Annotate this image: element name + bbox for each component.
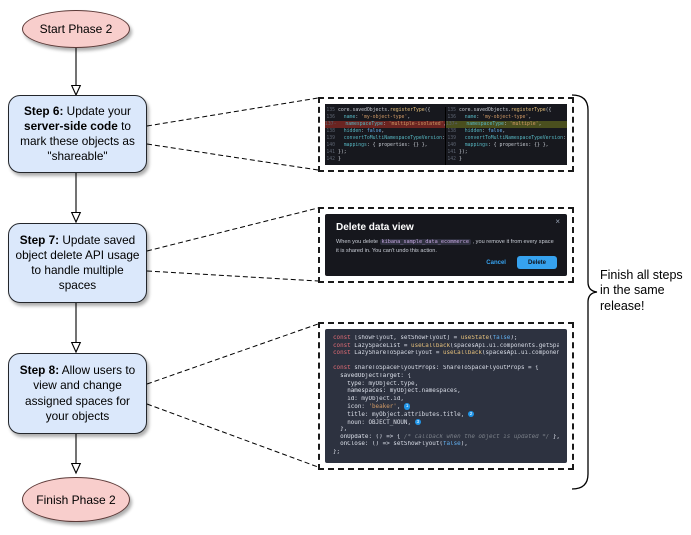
step-7-label: Step 7: Update saved object delete API u… (14, 233, 141, 293)
code-line: const [showFlyout, setShowFlyout] = useS… (333, 335, 518, 341)
code-line: icon: 'beaker', 1 (347, 403, 411, 411)
diff-line: 139 convertToMultiNamespaceTypeVersion: … (326, 136, 445, 141)
callout-line (146, 143, 319, 171)
arrowhead-icon (70, 462, 82, 475)
delete-button[interactable]: Delete (516, 256, 557, 269)
diff-line: 136 name: 'my-object-type', (447, 115, 532, 120)
text-run: to mark these objects as "shareable" (20, 118, 135, 164)
modal-title: Delete data view (336, 222, 414, 233)
text-run: Allow users to view and change assigned … (25, 363, 136, 423)
delete-modal: Delete data view × When you delete kiban… (325, 214, 567, 276)
diff-line: 138 hidden: false, (447, 129, 506, 134)
diff-line: 141}); (326, 150, 347, 155)
diff-line: 137+ namespaceType: 'multiple', (446, 121, 567, 128)
code-line: type: myObject.type, (347, 380, 419, 387)
diff-line: 142} (447, 157, 462, 162)
release-annotation: Finish all steps in the same release! (600, 268, 683, 313)
callout-line (146, 403, 319, 468)
flyout-code-screenshot: const [showFlyout, setShowFlyout] = useS… (318, 322, 574, 470)
arrowhead-icon (70, 211, 82, 224)
start-terminator: Start Phase 2 (22, 10, 130, 48)
step-6-label: Step 6: Update your server-side code to … (14, 104, 141, 164)
modal-body: When you delete kibana_sample_data_ecomm… (325, 233, 567, 256)
text-run: , you remove it from every space it is s… (336, 239, 554, 254)
code-line: const LazyShareToSpaceFlyout = useCallba… (333, 350, 559, 357)
text-run: Update your (63, 103, 131, 118)
cancel-button[interactable]: Cancel (486, 259, 506, 266)
code-line: onClose: () => setShowFlyout(false), (340, 441, 468, 448)
text-run: Update saved object delete API usage to … (15, 232, 140, 293)
text-run: server-side code (24, 118, 118, 133)
code-line: onUpdate: () => { /* callback when the o… (340, 433, 559, 440)
callout-line (146, 97, 319, 127)
diff-line: 138 hidden: false, (326, 129, 385, 134)
text-run: Step 6: (24, 103, 64, 118)
diff-line: 142} (326, 157, 341, 162)
code-line: title: myObject.attributes.title, 2 (347, 410, 475, 418)
start-label: Start Phase 2 (39, 22, 113, 36)
step-7-box: Step 7: Update saved object delete API u… (8, 223, 147, 303)
text-run: When you delete (336, 239, 380, 245)
code-line: }, (333, 426, 348, 433)
code-line: id: myObject.id, (347, 395, 404, 402)
diff-line: 141}); (447, 150, 468, 155)
code-line: savedObjectTarget: { (340, 372, 412, 379)
callout-line (146, 323, 319, 385)
diff-line: 140 mappings: { properties: {} }, (326, 143, 428, 148)
step-6-box: Step 6: Update your server-side code to … (8, 95, 147, 173)
diff-line: 137- namespaceType: 'multiple-isolated', (325, 121, 445, 128)
code-snippet: const [showFlyout, setShowFlyout] = useS… (325, 329, 567, 463)
code-line (333, 358, 559, 366)
text-run: Step 8: (19, 363, 60, 378)
text-run: Step 7: (19, 232, 60, 247)
code-line: noun: OBJECT_NOUN, 3 (347, 418, 422, 426)
finish-terminator: Finish Phase 2 (22, 477, 130, 522)
step-8-label: Step 8: Allow users to view and change a… (14, 363, 141, 423)
callout-line (146, 207, 319, 252)
code-line: }; (333, 448, 341, 455)
arrowhead-icon (70, 341, 82, 354)
diff-line: 140 mappings: { properties: {} }, (447, 143, 549, 148)
code-line: const LazySpaceList = useCallback(spaces… (333, 342, 559, 349)
curly-brace (571, 94, 598, 490)
close-icon[interactable]: × (555, 217, 560, 226)
callout-line (146, 270, 319, 282)
arrowhead-icon (70, 84, 82, 97)
inline-code: kibana_sample_data_ecommerce (379, 239, 471, 245)
finish-label: Finish Phase 2 (36, 492, 116, 507)
code-line: const shareToSpaceFlyoutProps: ShareToSp… (333, 365, 539, 372)
delete-modal-screenshot: Delete data view × When you delete kiban… (318, 207, 574, 283)
code-line: namespaces: myObject.namespaces, (347, 388, 461, 395)
step-8-box: Step 8: Allow users to view and change a… (8, 353, 147, 434)
diff-line: 139 convertToMultiNamespaceTypeVersion: … (447, 136, 566, 141)
modal-actions: Cancel Delete (486, 256, 557, 269)
diff-line: 136 name: 'my-object-type', (326, 115, 411, 120)
